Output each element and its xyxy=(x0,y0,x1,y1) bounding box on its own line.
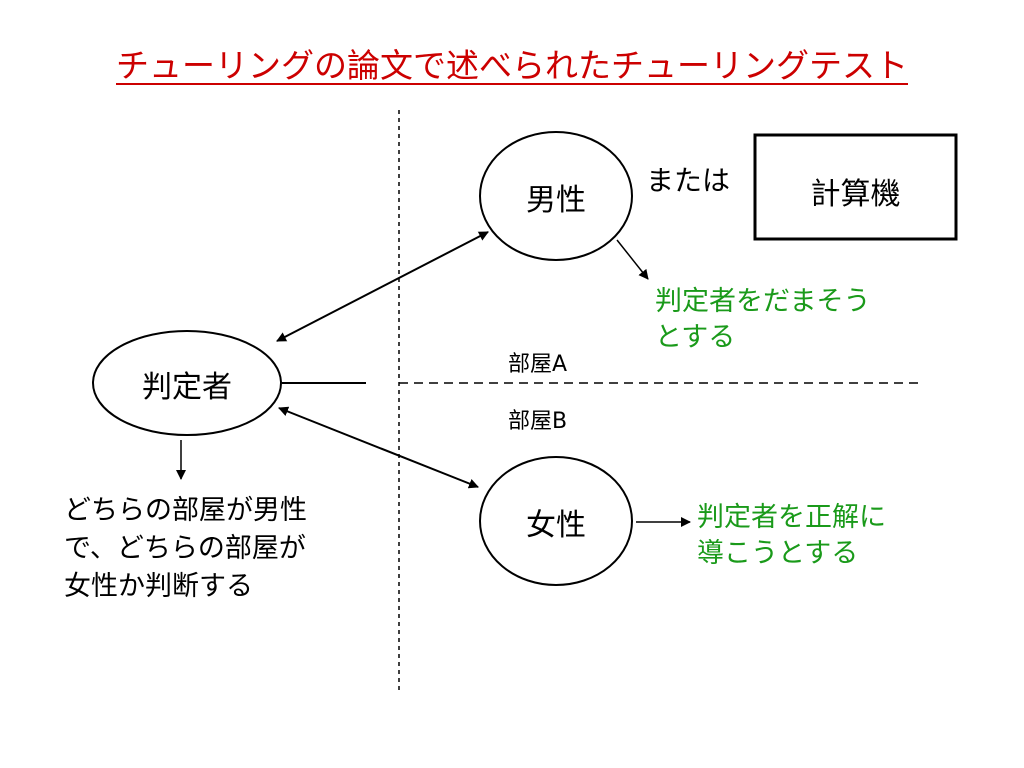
page-title: チューリングの論文で述べられたチューリングテスト xyxy=(116,46,908,85)
judge-note-line-3: 女性か判断する xyxy=(64,571,253,602)
woman-note-line-1: 判定者を正解に xyxy=(697,502,886,533)
judge-label: 判定者 xyxy=(142,370,232,405)
computer-label: 計算機 xyxy=(810,177,901,212)
judge-woman-arrow xyxy=(278,406,479,489)
judge-note: どちらの部屋が男性 で、どちらの部屋が 女性か判断する xyxy=(64,492,307,606)
man-note-line-2: とする xyxy=(655,322,736,353)
woman-node xyxy=(479,456,633,586)
judge-man-arrow xyxy=(276,231,489,342)
room-b-label: 部屋B xyxy=(508,409,568,434)
or-label: または xyxy=(646,164,731,197)
room-a-label: 部屋A xyxy=(508,352,568,377)
man-note: 判定者をだまそう とする xyxy=(655,284,870,356)
man-node xyxy=(479,131,633,261)
judge-note-line-2: で、どちらの部屋が xyxy=(64,533,306,564)
woman-note: 判定者を正解に 導こうとする xyxy=(697,500,886,572)
computer-box xyxy=(753,133,958,241)
man-note-line-1: 判定者をだまそう xyxy=(655,286,871,317)
man-label: 男性 xyxy=(526,183,586,218)
judge-note-line-1: どちらの部屋が男性 xyxy=(64,495,307,526)
judge-node xyxy=(92,330,282,436)
woman-note-line-2: 導こうとする xyxy=(697,538,859,569)
man-note-arrow xyxy=(616,239,649,280)
woman-label: 女性 xyxy=(526,508,586,543)
